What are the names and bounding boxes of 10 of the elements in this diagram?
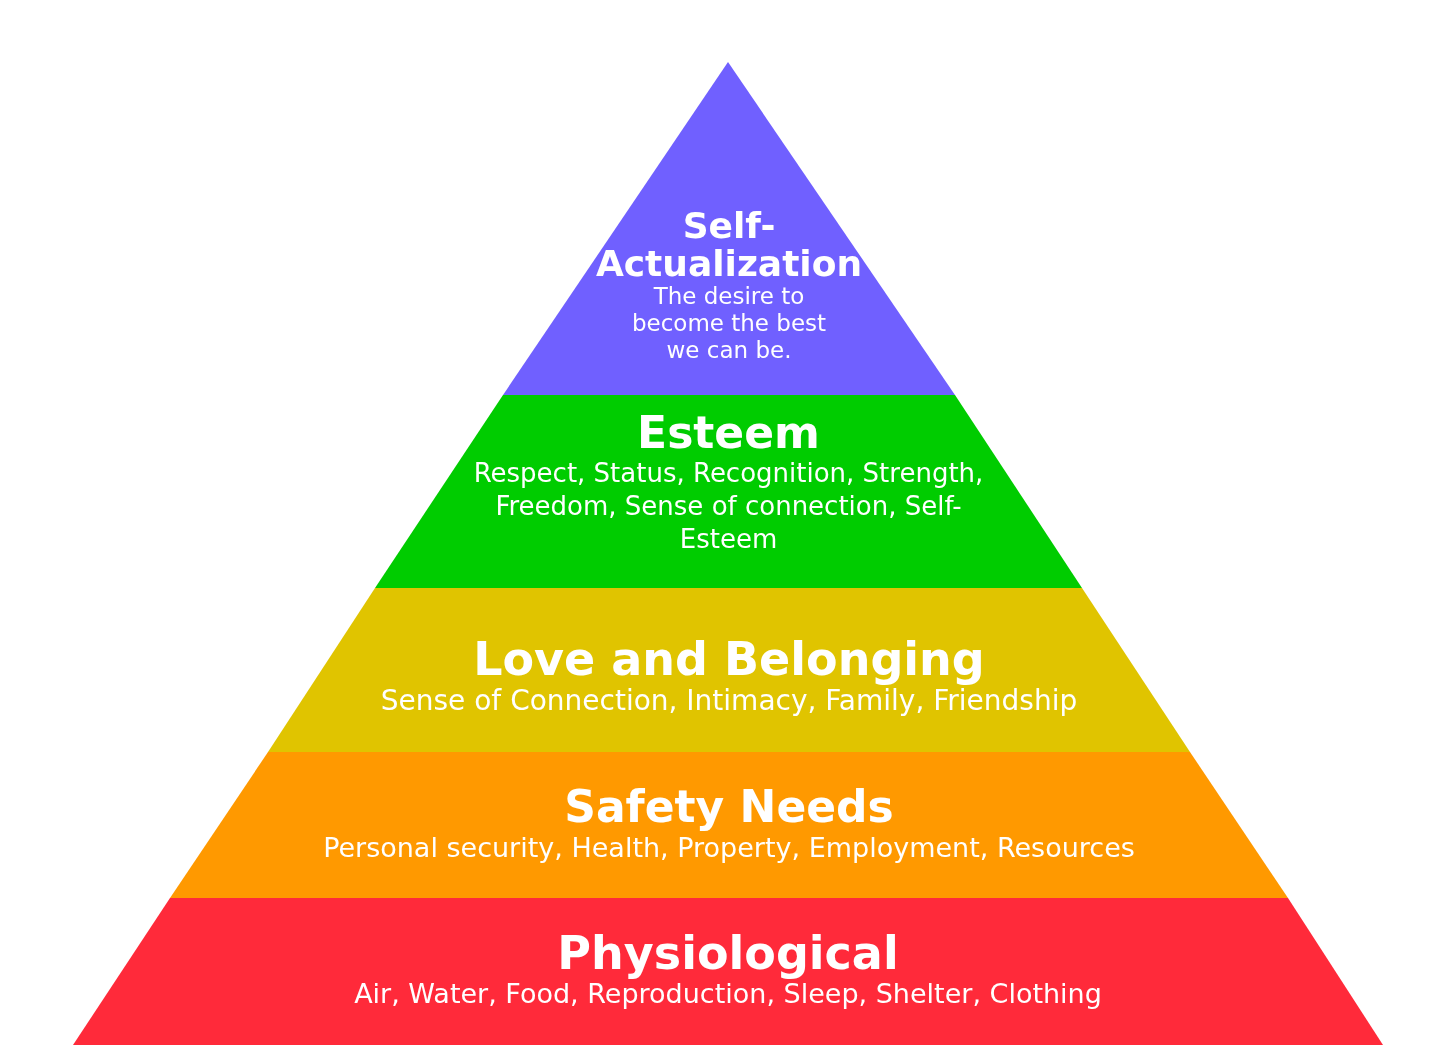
level-title: Safety Needs (564, 782, 894, 832)
level-description: Air, Water, Food, Reproduction, Sleep, Shelter, Clothing (354, 978, 1102, 1010)
level-description: Sense of Connection, Intimacy, Family, Friendship (380, 685, 1078, 717)
level-title: Self-Actualization (594, 207, 864, 283)
level-title: Physiological (557, 928, 899, 978)
level-description: Personal security, Health, Property, Employment, Resources (323, 832, 1135, 864)
level-description: Respect, Status, Recognition, Strength, Freedom, Sense of connection, Self-Esteem (472, 457, 985, 556)
level-title: Love and Belonging (473, 633, 985, 685)
level-title: Esteem (637, 409, 820, 457)
level-description: The desire to become the best we can be. (630, 283, 828, 364)
